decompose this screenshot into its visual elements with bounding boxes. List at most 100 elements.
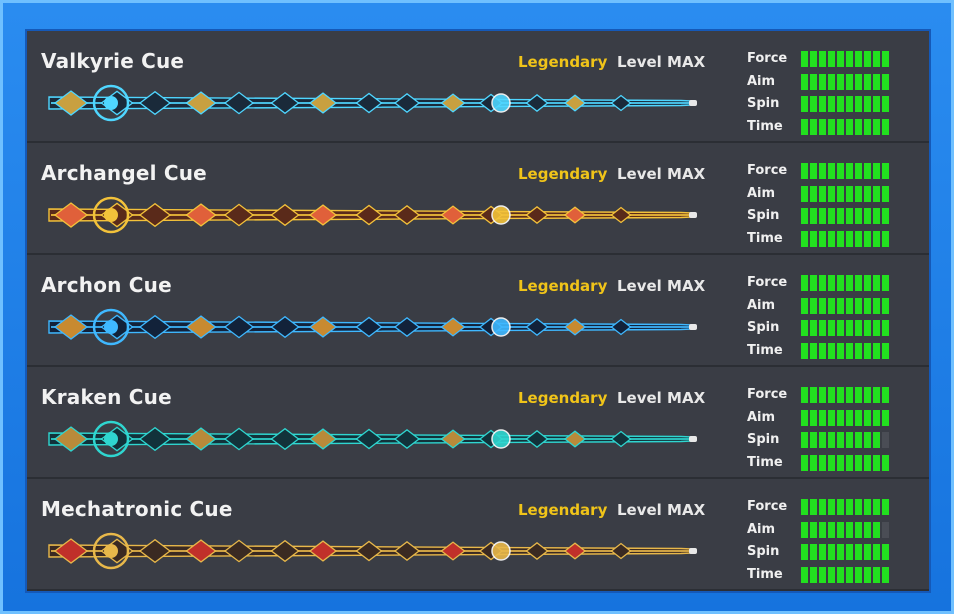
stat-bar-segment [846, 208, 853, 224]
stat-bar-segment [801, 387, 808, 403]
stat-bar-segment [801, 342, 808, 359]
cue-ornament [53, 426, 89, 452]
cue-tip [689, 548, 697, 554]
stat-bar-segment [810, 163, 817, 179]
cue-ornament [185, 315, 217, 339]
stat-bar-segment [810, 96, 817, 112]
stat-bar-segment [828, 454, 835, 471]
stat-bar-segment [819, 409, 826, 426]
stat-bar-segment [864, 521, 871, 538]
stat-bar-segment [846, 409, 853, 426]
stat-force: Force [747, 385, 917, 408]
cue-image-archangel [48, 196, 697, 234]
cue-ornament [393, 428, 421, 450]
stat-bar [801, 297, 889, 314]
stat-bar [801, 163, 889, 179]
stat-bar-segment [828, 163, 835, 179]
cue-emblem-ring [92, 84, 130, 122]
stat-bar-segment [828, 51, 835, 67]
stat-bar [801, 499, 889, 515]
stat-bar-segment [828, 499, 835, 515]
cue-emblem-core [104, 208, 118, 222]
stat-bar-segment [819, 544, 826, 560]
stat-bar-segment [801, 521, 808, 538]
stat-bar-segment [873, 544, 880, 560]
stat-bar-segment [855, 544, 862, 560]
cue-ornament [223, 539, 255, 563]
stat-bar [801, 51, 889, 67]
stat-bar-segment [882, 544, 889, 560]
stat-bar [801, 544, 889, 560]
stat-bar-segment [846, 387, 853, 403]
cue-ornament [270, 203, 300, 227]
cue-ornament [440, 429, 466, 449]
stat-bar-segment [801, 51, 808, 67]
stat-bar-segment [810, 297, 817, 314]
cue-ornament [138, 90, 172, 116]
cue-mid-emblem [491, 93, 511, 113]
cue-ornament [138, 426, 172, 452]
cue-ornament [440, 541, 466, 561]
cue-ornament [355, 204, 383, 226]
stat-bar-segment [882, 118, 889, 135]
cue-ornament [563, 542, 587, 560]
stat-bar-segment [801, 118, 808, 135]
cue-tip [689, 100, 697, 106]
cue-ornament [393, 540, 421, 562]
stat-bar-segment [882, 521, 889, 538]
stat-time: Time [747, 117, 917, 140]
stat-time: Time [747, 341, 917, 364]
cue-level: Level MAX [617, 165, 706, 183]
stat-bar-segment [873, 230, 880, 247]
stat-bar-segment [855, 320, 862, 336]
cue-ornament [610, 542, 632, 560]
stat-bar-segment [810, 230, 817, 247]
stat-label: Force [747, 275, 788, 290]
stat-label: Aim [747, 185, 776, 201]
cue-rarity: Legendary [518, 53, 608, 71]
cue-ornament [440, 317, 466, 337]
stat-bar-segment [828, 432, 835, 448]
stat-bar-segment [855, 185, 862, 202]
stat-bar [801, 432, 889, 448]
stat-bar [801, 118, 889, 135]
cue-mid-emblem [491, 541, 511, 561]
cue-row-mechatronic[interactable]: Mechatronic Cue Legendary Level MAX Forc… [27, 479, 929, 591]
cue-ornament [270, 91, 300, 115]
cue-emblem-ring [92, 308, 130, 346]
stat-bar-segment [846, 163, 853, 179]
cue-level: Level MAX [617, 389, 706, 407]
stat-bar-segment [864, 544, 871, 560]
stat-bar-segment [819, 185, 826, 202]
stat-bar-segment [855, 297, 862, 314]
stat-bar-segment [828, 208, 835, 224]
cue-image-valkyrie [48, 84, 697, 122]
stat-bar-segment [819, 275, 826, 291]
stat-bar-segment [864, 185, 871, 202]
stat-bar-segment [882, 409, 889, 426]
cue-ornament [53, 202, 89, 228]
cue-ornament [393, 92, 421, 114]
cue-ornament [563, 94, 587, 112]
stat-bar-segment [846, 544, 853, 560]
stat-force: Force [747, 49, 917, 72]
stat-bar-segment [855, 499, 862, 515]
stat-bar-segment [819, 566, 826, 583]
stat-bar [801, 185, 889, 202]
stat-bar-segment [801, 96, 808, 112]
cue-tip [689, 324, 697, 330]
stat-bar-segment [855, 521, 862, 538]
stat-bar-segment [837, 342, 844, 359]
stat-bar-segment [828, 230, 835, 247]
cue-image-kraken [48, 420, 697, 458]
stat-label: Aim [747, 409, 776, 425]
stat-bar-segment [819, 432, 826, 448]
cue-ornament [53, 90, 89, 116]
stat-bar-segment [837, 297, 844, 314]
cue-emblem-core [104, 432, 118, 446]
